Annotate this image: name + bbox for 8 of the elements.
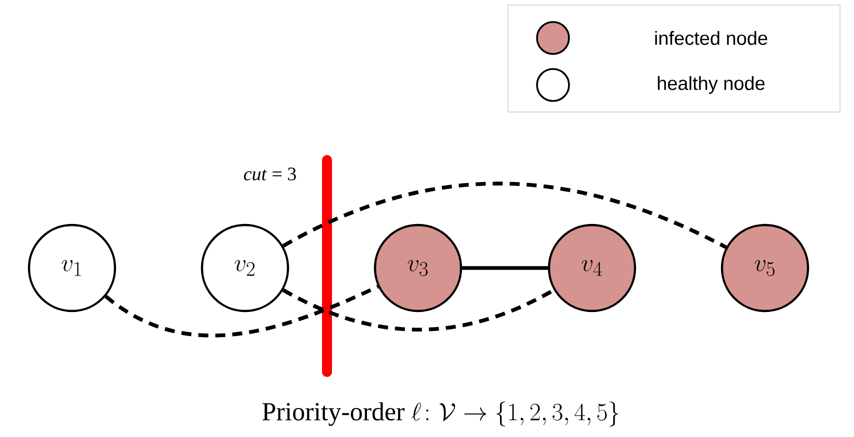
edge-line	[282, 182, 727, 249]
cut-label: cut = 3	[244, 168, 296, 180]
legend-label: infected node	[655, 31, 768, 45]
edge-line	[104, 284, 379, 338]
edge-line	[282, 288, 555, 332]
legend-label: healthy node	[658, 76, 765, 94]
edge-line	[462, 266, 548, 270]
caption: $\text{Priority-order } \ell\colon \mathcal{V} \to \{1, 2, 3, 4, 5\}$	[262, 402, 618, 426]
